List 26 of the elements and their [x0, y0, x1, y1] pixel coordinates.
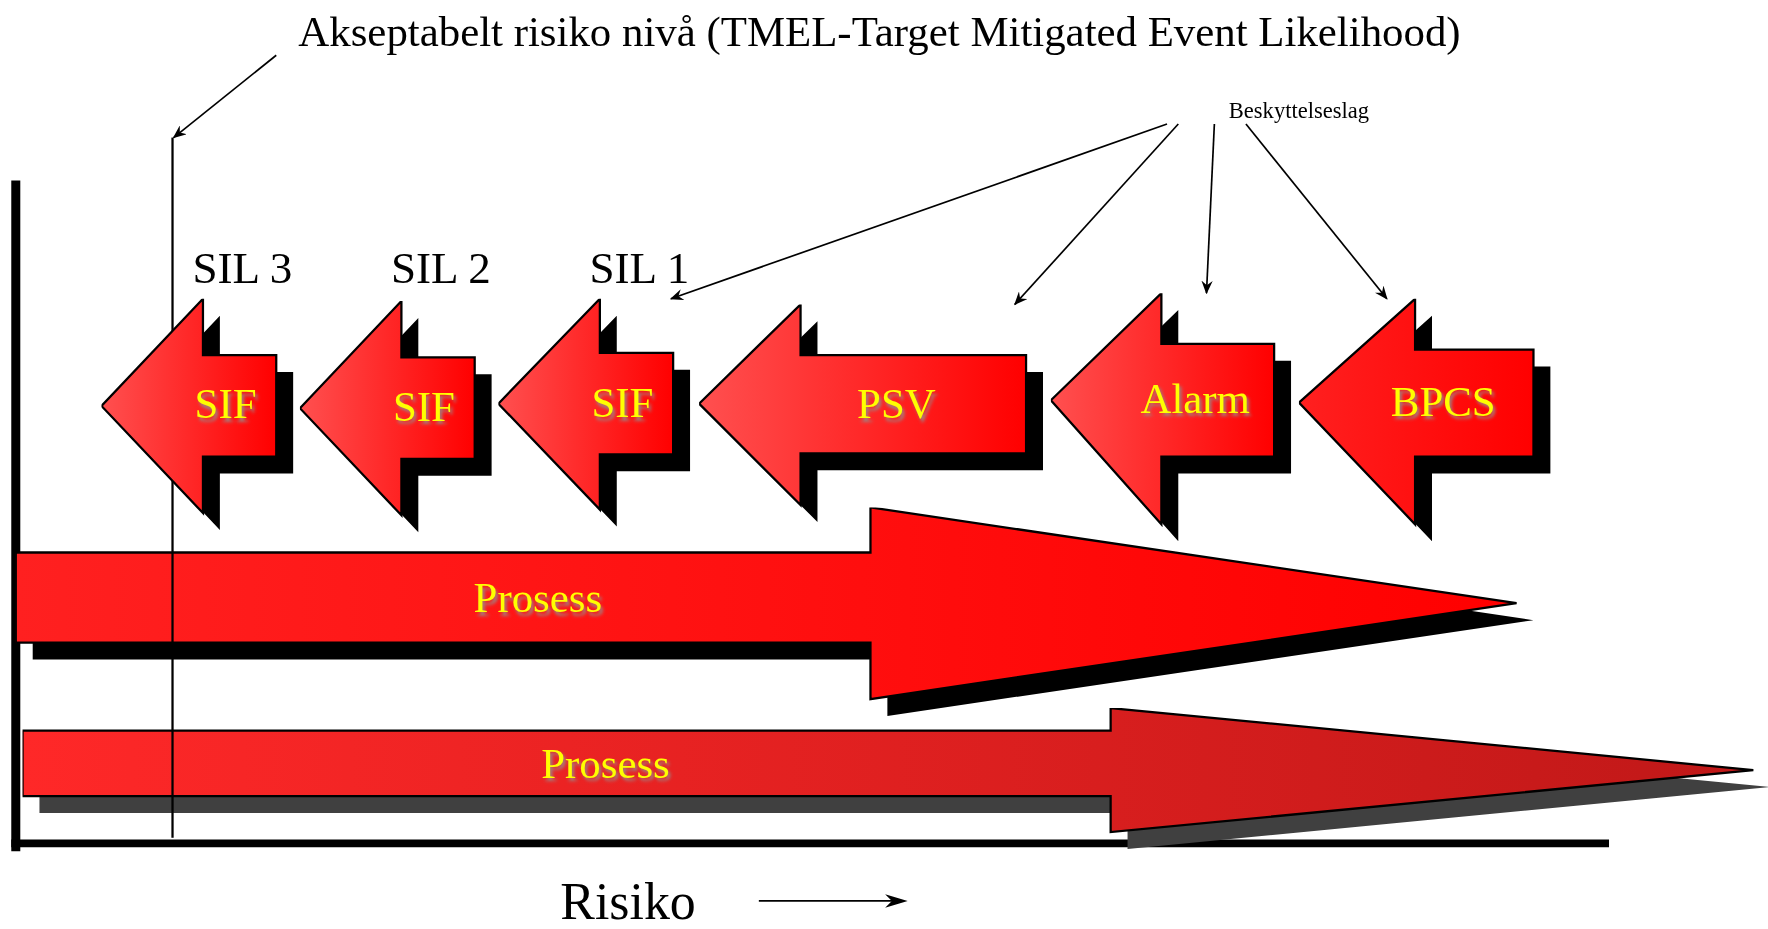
arrow-label: Prosess [541, 741, 670, 785]
arrow [1201, 123, 1216, 295]
arrow-label: Prosess [473, 576, 603, 619]
protection-layer-block [498, 298, 692, 528]
protection-layer-block [101, 298, 295, 532]
protection-layer-block [699, 304, 1045, 524]
heading-text: Akseptabelt risiko nivå (TMEL-Target Mitigated Event Likelihood) [298, 10, 1461, 53]
arrow-label: Alarm [1140, 376, 1250, 420]
arrow-label: BPCS [1390, 380, 1496, 423]
arrow-label: SIF [393, 384, 455, 428]
axis-label: Risiko [560, 876, 696, 928]
leader-arrow [172, 54, 278, 139]
arrow [1245, 123, 1388, 300]
sil-label: SIL 1 [589, 245, 690, 291]
protection-layer-block [1050, 293, 1293, 543]
callout-text: Beskyttelseslag [1228, 99, 1370, 122]
sil-label: SIL 3 [192, 245, 293, 291]
process-band [22, 708, 1768, 851]
protection-layer-block [299, 301, 493, 534]
arrow-label: SIF [591, 381, 654, 424]
sil-label: SIL 2 [390, 245, 491, 291]
arrow [669, 123, 1168, 300]
arrow-label: SIF [194, 382, 257, 426]
arrow-label: PSV [857, 382, 936, 426]
arrow [1013, 123, 1180, 306]
protection-layer-block [1298, 298, 1552, 543]
